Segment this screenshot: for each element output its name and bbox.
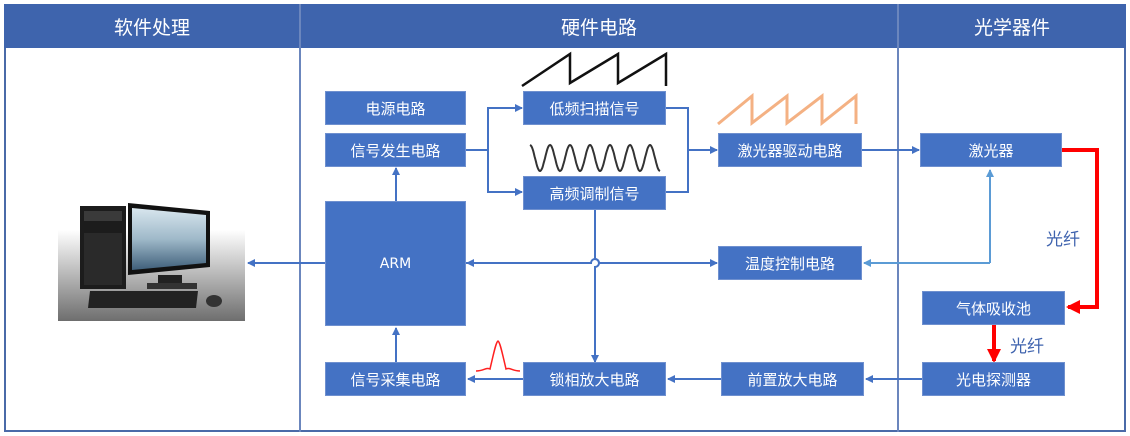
temperature-control-block[interactable]: 温度控制电路 [718, 246, 862, 280]
signal-generator-block[interactable]: 信号发生电路 [325, 133, 466, 167]
power-circuit-block[interactable]: 电源电路 [325, 91, 466, 125]
column-divider [299, 4, 301, 432]
preamplifier-block[interactable]: 前置放大电路 [721, 362, 864, 396]
column-divider [897, 4, 899, 432]
gas-absorption-cell-block[interactable]: 气体吸收池 [922, 291, 1065, 325]
signal-acquisition-block[interactable]: 信号采集电路 [325, 362, 466, 396]
laser-block[interactable]: 激光器 [920, 133, 1062, 167]
photodetector-block[interactable]: 光电探测器 [922, 362, 1065, 396]
high-freq-mod-block[interactable]: 高频调制信号 [523, 176, 666, 210]
laser-driver-block[interactable]: 激光器驱动电路 [718, 133, 862, 167]
header-optical: 光学器件 [898, 4, 1126, 48]
desktop-computer-icon [58, 203, 245, 321]
low-freq-scan-block[interactable]: 低频扫描信号 [523, 91, 666, 125]
lockin-amplifier-block[interactable]: 锁相放大电路 [523, 362, 666, 396]
fiber-label: 光纤 [1046, 230, 1080, 250]
fiber-label: 光纤 [1010, 337, 1044, 357]
header-software: 软件处理 [4, 4, 300, 48]
arm-block[interactable]: ARM [325, 201, 466, 326]
header-hardware: 硬件电路 [300, 4, 898, 48]
